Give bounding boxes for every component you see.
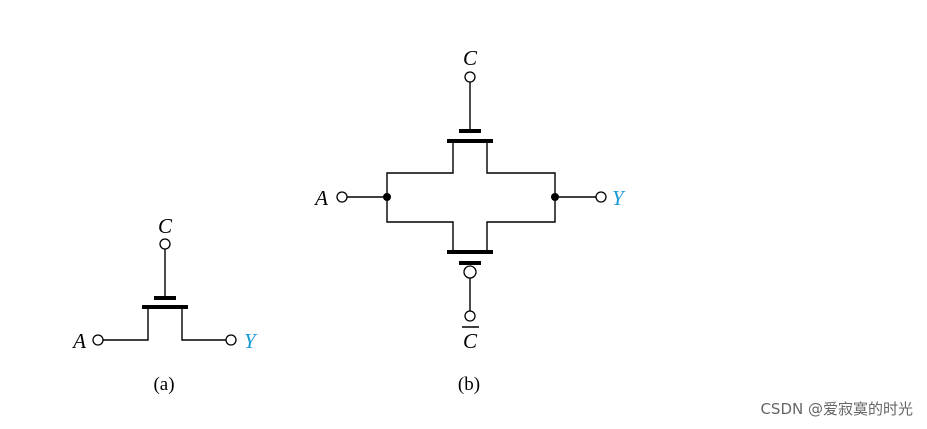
fig-b-bottom-gate-label: C [463,329,478,353]
fig-b-pmos-inversion-bubble [463,265,477,279]
fig-a-gate-label: C [158,214,173,238]
fig-b-input-terminal [336,191,348,203]
figure-b: C A Y C (b) [313,46,626,395]
fig-b-right-wire [486,143,556,250]
watermark: CSDN @爱寂寞的时光 [760,400,913,418]
fig-a-source-wire [103,309,149,341]
fig-b-top-gate-label: C [463,46,478,70]
fig-b-input-label: A [313,186,328,210]
fig-b-top-gate-terminal [464,71,476,83]
fig-a-input-label: A [71,329,86,353]
fig-a-gate-terminal [159,238,171,250]
fig-a-caption: (a) [153,374,174,395]
fig-b-bottom-gate-terminal [464,310,476,322]
fig-a-drain-wire [181,309,226,341]
fig-b-output-terminal [595,191,607,203]
fig-b-left-wire [386,143,454,250]
fig-b-right-junction [551,193,559,201]
fig-a-input-terminal [92,334,104,346]
figure-a: C A Y (a) [71,214,258,395]
fig-b-caption: (b) [458,374,480,395]
fig-a-output-label: Y [244,329,258,353]
fig-a-output-terminal [225,334,237,346]
fig-b-output-label: Y [612,186,626,210]
fig-b-left-junction [383,193,391,201]
